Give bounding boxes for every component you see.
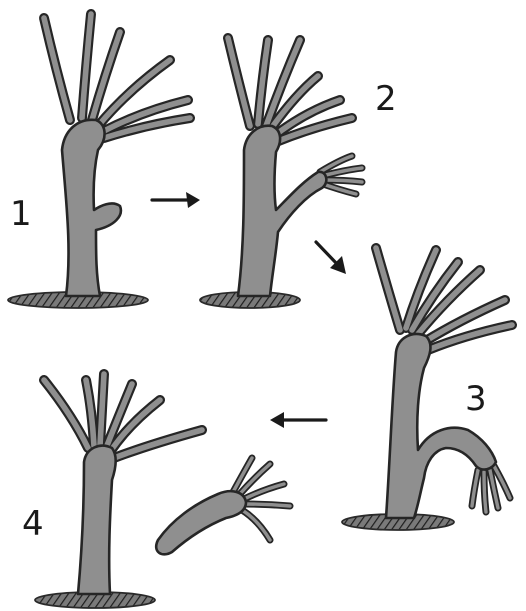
stage-1-tentacles: [44, 14, 190, 138]
stage-3-bud-tentacles: [472, 466, 510, 512]
detached-bud-body: [156, 491, 246, 554]
arrow-3-to-4: [270, 412, 326, 428]
stage-2-hydra: 2: [200, 38, 397, 308]
stage-3-tentacles: [376, 248, 512, 350]
stage-2-body: [238, 126, 326, 296]
stage-1-label: 1: [10, 194, 32, 234]
stage-3-label: 3: [465, 379, 487, 419]
arrow-1-to-2: [152, 192, 200, 208]
detached-bud: [156, 458, 290, 554]
stage-1-hydra: 1: [8, 14, 190, 308]
arrow-2-to-3: [316, 242, 346, 274]
stage-2-tentacles: [228, 38, 352, 142]
stage-2-label: 2: [375, 79, 397, 119]
stage-4-label: 4: [22, 504, 44, 544]
stage-4-hydra: 4: [22, 374, 202, 608]
stage-3-body: [386, 334, 496, 518]
stage-4-tentacles: [44, 374, 202, 458]
stage-3-hydra: 3: [342, 248, 512, 530]
stage-4-body: [78, 446, 116, 594]
stage-1-body: [62, 120, 121, 296]
